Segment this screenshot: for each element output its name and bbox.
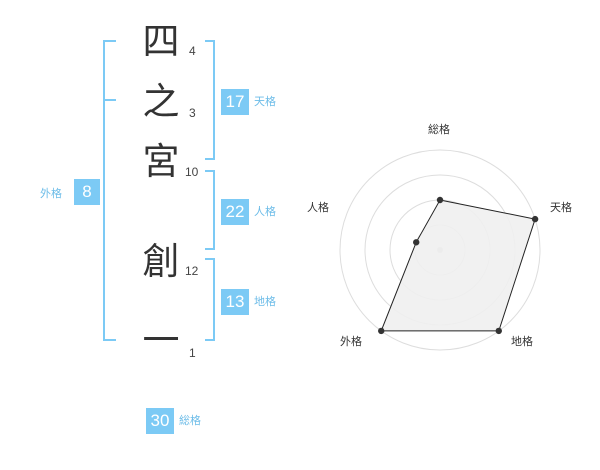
radar-label-tenkaku: 天格 <box>550 201 572 214</box>
radar-point-jinkaku <box>413 239 420 246</box>
radar-label-chikaku: 地格 <box>511 335 533 348</box>
chikaku-label: 地格 <box>254 295 276 308</box>
name-char-5: 一 <box>142 319 180 362</box>
soukaku-label: 総格 <box>179 414 201 427</box>
gaikaku-value: 8 <box>74 179 100 205</box>
tenkaku-label: 天格 <box>254 95 276 108</box>
radar-point-gaikaku <box>378 327 385 335</box>
gaikaku-label: 外格 <box>40 187 62 200</box>
radar-label-soukaku: 総格 <box>428 123 450 136</box>
radar-label-gaikaku: 外格 <box>340 335 362 348</box>
radar-ring <box>339 149 541 351</box>
tenkaku-bracket <box>205 40 215 160</box>
jinkaku-bracket <box>205 170 215 250</box>
jinkaku-label: 人格 <box>254 205 276 218</box>
radar-point-chikaku <box>495 327 502 335</box>
radar-point-soukaku <box>436 196 444 204</box>
name-char-2: 之 <box>142 80 180 123</box>
stroke-count-5: 1 <box>189 346 196 360</box>
gaikaku-bracket <box>103 40 116 341</box>
stroke-count-2: 3 <box>189 106 196 120</box>
name-char-4: 創 <box>142 240 180 283</box>
chikaku-value: 13 <box>221 289 249 315</box>
name-char-3: 宮 <box>142 140 180 183</box>
tenkaku-value: 17 <box>221 89 249 115</box>
name-char-1: 四 <box>142 20 180 63</box>
radar-polygon <box>380 199 536 332</box>
radar-label-jinkaku: 人格 <box>307 201 329 214</box>
radar-point-tenkaku <box>531 215 539 223</box>
jinkaku-value: 22 <box>221 199 249 225</box>
stroke-count-1: 4 <box>189 44 196 58</box>
stroke-count-3: 10 <box>185 165 199 179</box>
chikaku-bracket <box>205 258 215 341</box>
soukaku-value: 30 <box>146 408 174 434</box>
stroke-count-4: 12 <box>185 264 199 278</box>
